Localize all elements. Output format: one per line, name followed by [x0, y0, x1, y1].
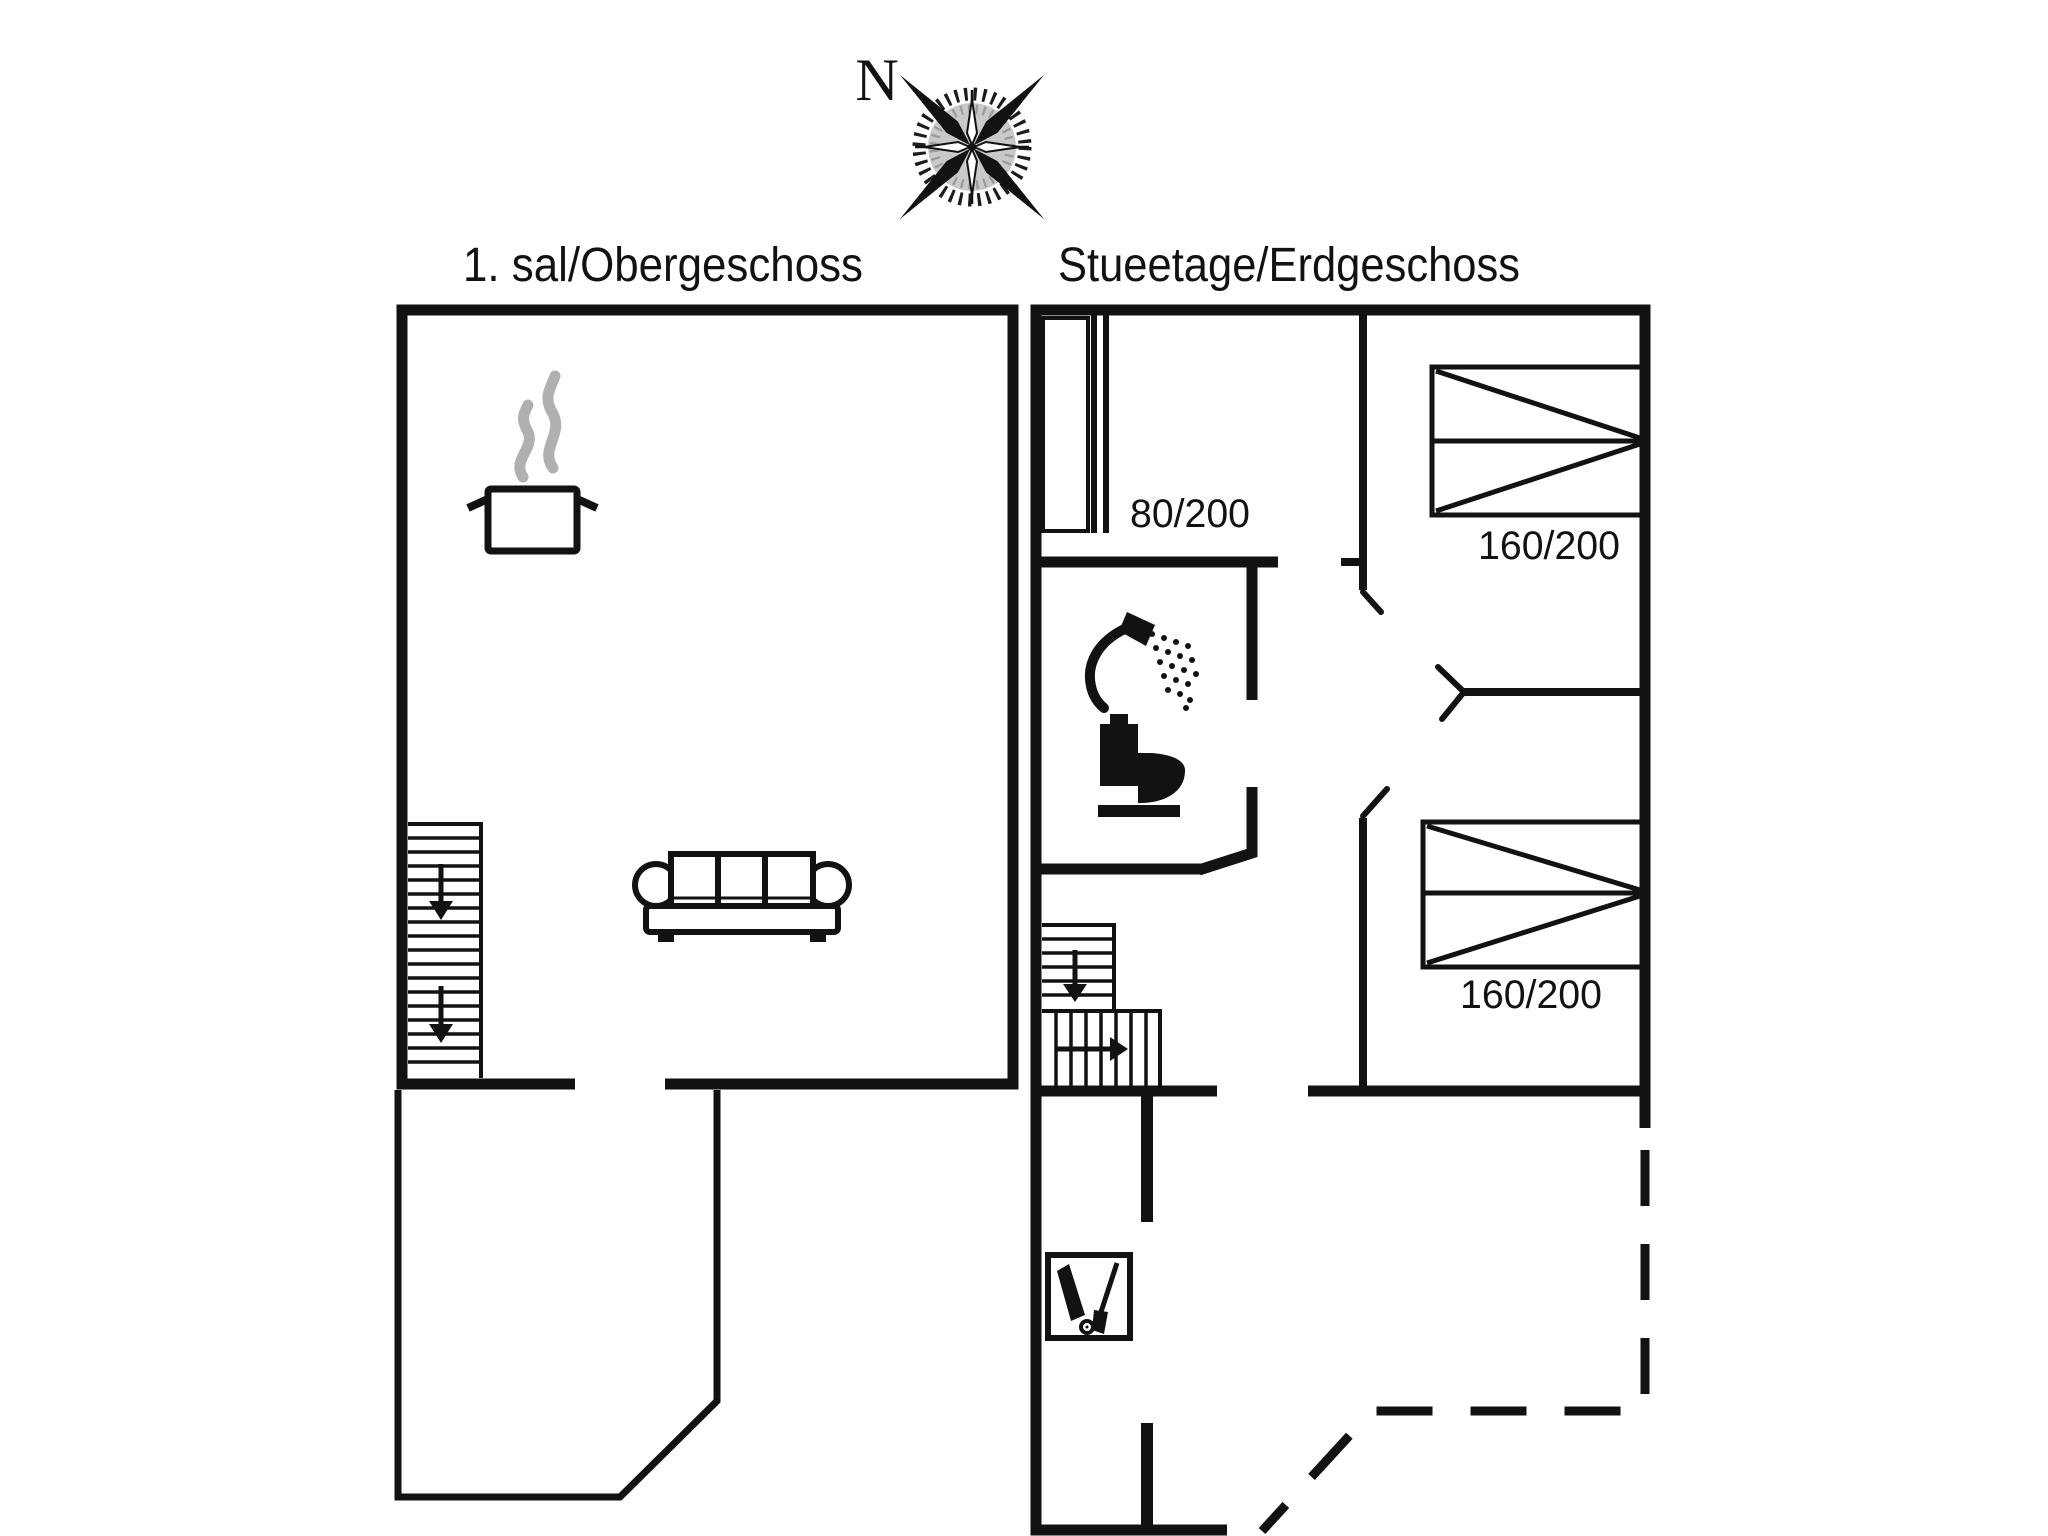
wood-stove-icon — [1045, 1252, 1133, 1341]
upper-floor-walls — [396, 304, 1019, 1090]
ground-floor-walls — [1030, 304, 1651, 1536]
bed-label-south: 160/200 — [1460, 973, 1602, 1017]
terrace-outline — [394, 1090, 721, 1501]
shower-icon — [1085, 612, 1199, 713]
ground-floor-title: Stueetage/Erdgeschoss — [1058, 239, 1520, 292]
toilet-icon — [1098, 714, 1186, 817]
north-label: N — [855, 47, 898, 113]
bathroom-walls — [1036, 556, 1278, 876]
compass-rose-icon: N — [855, 47, 1045, 220]
bed-label-north: 160/200 — [1478, 524, 1620, 568]
single-bed — [1041, 315, 1109, 533]
cooking-pot-icon — [466, 485, 599, 555]
door-ticks — [1360, 589, 1467, 819]
stairs-ground-icon — [1042, 923, 1162, 1086]
double-bed-south — [1420, 819, 1646, 970]
terrace-dashed-outline — [1258, 1150, 1650, 1535]
upper-floor-title: 1. sal/Obergeschoss — [463, 239, 863, 292]
steam-icon — [514, 370, 562, 483]
double-bed-north — [1429, 364, 1646, 518]
interior-walls — [1141, 310, 1650, 1530]
sofa-icon — [632, 851, 852, 942]
upper-floor-plan: 1. sal/Obergeschoss — [394, 239, 1019, 1501]
ground-floor-plan: Stueetage/Erdgeschoss — [1030, 239, 1651, 1536]
bed-label-single: 80/200 — [1130, 492, 1250, 536]
stairs-down-upper-icon — [408, 822, 483, 1078]
